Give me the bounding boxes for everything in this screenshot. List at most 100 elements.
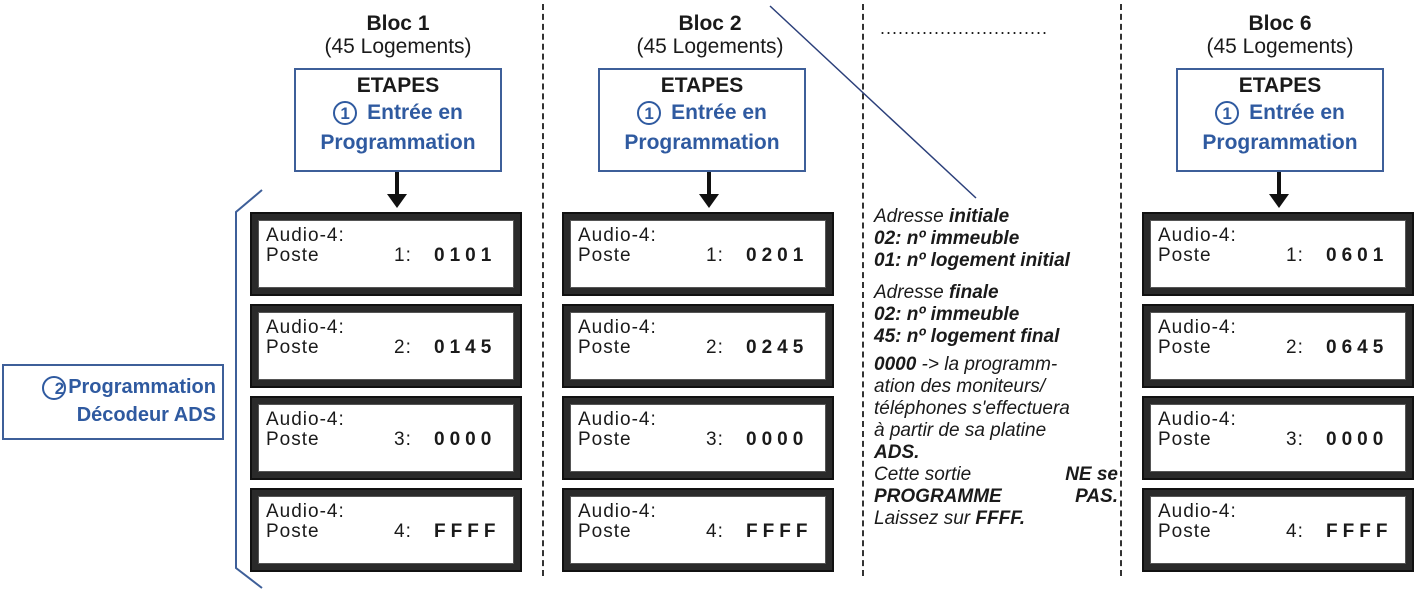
etapes-title: ETAPES	[1238, 74, 1322, 97]
lcd-poste-number: 4:	[706, 521, 724, 542]
ellipsis-dots: ............................	[880, 18, 1049, 38]
lcd-poste-label: Poste	[1158, 245, 1212, 266]
lcd-code: 0601	[1326, 245, 1389, 266]
etapes-title: ETAPES	[660, 74, 744, 97]
lcd-display: Audio-4: Poste 2: 0245	[562, 304, 834, 388]
lcd-code: 0201	[746, 245, 809, 266]
etapes-title: ETAPES	[356, 74, 440, 97]
lcd-code: FFFF	[1326, 521, 1393, 542]
block-1-title: Bloc 1	[366, 12, 430, 35]
lcd-poste-number: 1:	[394, 245, 412, 266]
lcd-poste-number: 1:	[1286, 245, 1304, 266]
lcd-poste-number: 1:	[706, 245, 724, 266]
note-line: ADS.	[874, 442, 920, 463]
lcd-poste-number: 2:	[394, 337, 412, 358]
etapes-line1: Entrée en	[671, 101, 767, 124]
etapes-line1: Entrée en	[367, 101, 463, 124]
lcd-line1: Audio-4:	[1158, 225, 1237, 246]
notes-column: Adresse initiale 02: nº immeuble 01: nº …	[874, 206, 1118, 530]
note-line: à partir de sa platine	[874, 420, 1047, 441]
note-line: 01: nº logement initial	[874, 250, 1070, 271]
block-1-subtitle: (45 Logements)	[324, 35, 472, 58]
note-line: 02: nº immeuble	[874, 304, 1020, 325]
lcd-line1: Audio-4:	[578, 225, 657, 246]
lcd-line1: Audio-4:	[578, 501, 657, 522]
block-6-subtitle: (45 Logements)	[1206, 35, 1354, 58]
step-1-badge: 1	[637, 101, 662, 126]
lcd-code: 0145	[434, 337, 497, 358]
lcd-display: Audio-4: Poste 1: 0201	[562, 212, 834, 296]
lcd-poste-number: 3:	[1286, 429, 1304, 450]
lcd-poste-label: Poste	[1158, 337, 1212, 358]
step-1-badge: 1	[1215, 101, 1240, 126]
separator-1	[542, 4, 544, 576]
lcd-code: 0000	[434, 429, 497, 450]
lcd-poste-label: Poste	[266, 429, 320, 450]
lcd-display: Audio-4: Poste 4: FFFF	[1142, 488, 1414, 572]
lcd-code: FFFF	[746, 521, 813, 542]
lcd-line1: Audio-4:	[1158, 409, 1237, 430]
etapes-line2: Programmation	[624, 131, 780, 154]
block-2-etapes-box: ETAPES 1 Entrée en Programmation	[598, 68, 806, 172]
lcd-poste-label: Poste	[578, 521, 632, 542]
lcd-line1: Audio-4:	[266, 317, 345, 338]
lcd-display: Audio-4: Poste 3: 0000	[1142, 396, 1414, 480]
lcd-poste-number: 4:	[1286, 521, 1304, 542]
lcd-line1: Audio-4:	[266, 501, 345, 522]
lcd-line1: Audio-4:	[1158, 317, 1237, 338]
lcd-code: 0000	[746, 429, 809, 450]
lcd-display: Audio-4: Poste 3: 0000	[562, 396, 834, 480]
note-line: Cette sortie NE se	[874, 464, 1118, 485]
lcd-display: Audio-4: Poste 4: FFFF	[562, 488, 834, 572]
lcd-poste-label: Poste	[1158, 521, 1212, 542]
lcd-poste-number: 3:	[706, 429, 724, 450]
block-2-title: Bloc 2	[678, 12, 742, 35]
lcd-poste-label: Poste	[578, 245, 632, 266]
note-line: 45: nº logement final	[874, 326, 1060, 347]
note-line: 0000 -> la programm-	[874, 354, 1058, 375]
block-2-header: Bloc 2 (45 Logements)	[580, 12, 840, 58]
lcd-poste-label: Poste	[266, 337, 320, 358]
note-line: Laissez sur FFFF.	[874, 508, 1025, 529]
lcd-display: Audio-4: Poste 4: FFFF	[250, 488, 522, 572]
lcd-poste-number: 2:	[706, 337, 724, 358]
lcd-poste-label: Poste	[578, 337, 632, 358]
lcd-line1: Audio-4:	[578, 317, 657, 338]
block-2-subtitle: (45 Logements)	[636, 35, 784, 58]
block-1-header: Bloc 1 (45 Logements)	[268, 12, 528, 58]
lcd-code: 0245	[746, 337, 809, 358]
lcd-poste-label: Poste	[578, 429, 632, 450]
lcd-line1: Audio-4:	[578, 409, 657, 430]
lcd-line1: Audio-4:	[1158, 501, 1237, 522]
lcd-code: 0101	[434, 245, 497, 266]
separator-2	[862, 4, 864, 576]
lcd-display: Audio-4: Poste 1: 0601	[1142, 212, 1414, 296]
block-6-title: Bloc 6	[1248, 12, 1312, 35]
block-6-header: Bloc 6 (45 Logements)	[1150, 12, 1410, 58]
lcd-code: 0000	[1326, 429, 1389, 450]
program-line1: Programmation	[68, 376, 216, 398]
lcd-code: FFFF	[434, 521, 501, 542]
program-line2: Décodeur ADS	[76, 404, 216, 426]
step-1-badge: 1	[333, 101, 358, 126]
lcd-poste-number: 3:	[394, 429, 412, 450]
block-1-etapes-box: ETAPES 1 Entrée en Programmation	[294, 68, 502, 172]
note-line: 02: nº immeuble	[874, 228, 1020, 249]
lcd-line1: Audio-4:	[266, 409, 345, 430]
lcd-poste-label: Poste	[266, 245, 320, 266]
etapes-line1: Entrée en	[1249, 101, 1345, 124]
separator-3	[1120, 4, 1122, 576]
lcd-poste-label: Poste	[1158, 429, 1212, 450]
lcd-poste-label: Poste	[266, 521, 320, 542]
note-line: ation des moniteurs/	[874, 376, 1046, 397]
down-arrow-icon	[387, 172, 407, 208]
step-2-badge: 2	[42, 375, 67, 400]
lcd-poste-number: 4:	[394, 521, 412, 542]
etapes-line2: Programmation	[320, 131, 476, 154]
lcd-code: 0645	[1326, 337, 1389, 358]
